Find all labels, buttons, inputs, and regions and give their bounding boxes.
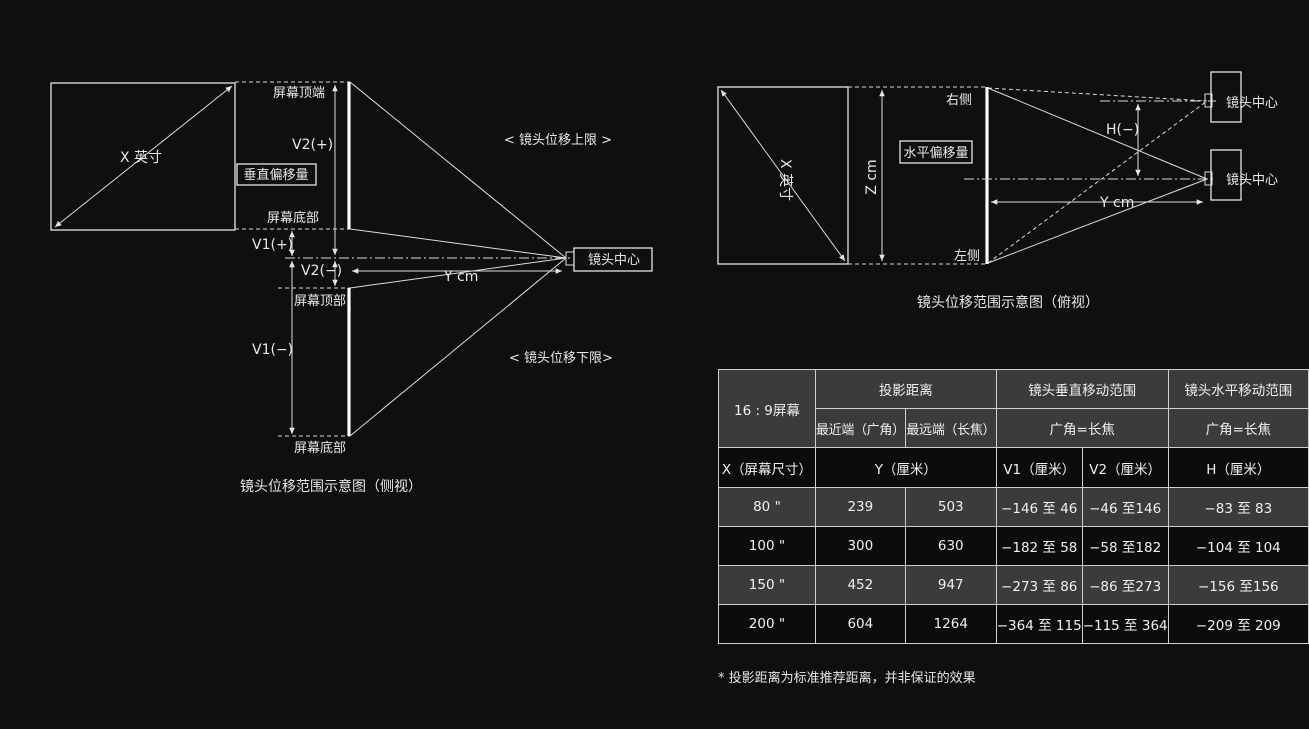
v1-minus-label: V1(−) bbox=[252, 342, 293, 358]
table-row: 100 " 300 630 −182 至 58 −58 至182 −104 至 … bbox=[718, 526, 1309, 566]
top-y-label: Y cm bbox=[1099, 195, 1134, 211]
footnote: * 投影距离为标准推荐距离，并非保证的效果 bbox=[718, 671, 976, 686]
v-offset-box bbox=[236, 163, 317, 186]
proj-line-bottom bbox=[349, 257, 567, 437]
lower-lens-box bbox=[1210, 149, 1242, 201]
cell-h: −104 至 104 bbox=[1167, 526, 1309, 566]
wide-eq-tele-h-header: 广角=长焦 bbox=[1167, 408, 1309, 448]
v-offset-label: 垂直偏移量 bbox=[243, 168, 308, 183]
cell-v2: −86 至273 bbox=[1081, 565, 1169, 605]
cell-v1: −364 至 115 bbox=[995, 604, 1083, 644]
top-view-diagram: X 英寸 Z cm 水平偏移量 右侧 左侧 H(−) Y cm 镜头中心 bbox=[717, 71, 1278, 311]
v2-plus-label: V2(+) bbox=[292, 137, 333, 153]
cell-y-near: 604 bbox=[814, 604, 906, 644]
side-lens-mark bbox=[565, 251, 575, 266]
top-screen-rect bbox=[717, 86, 849, 265]
cell-x: 200 " bbox=[718, 604, 816, 644]
h-offset-box bbox=[899, 140, 973, 164]
table-row: 200 " 604 1264 −364 至 115 −115 至 364 −20… bbox=[718, 604, 1309, 644]
lens-shift-spec-table: 16 : 9屏幕 投影距离 镜头垂直移动范围 镜头水平移动范围 最近端（广角） … bbox=[718, 369, 1309, 644]
cell-x: 100 " bbox=[718, 526, 816, 566]
cell-v2: −58 至182 bbox=[1081, 526, 1169, 566]
proj-solid-top bbox=[987, 87, 1208, 180]
v2-minus-label: V2(−) bbox=[301, 263, 342, 279]
cell-v2: −46 至146 bbox=[1081, 487, 1169, 527]
cell-y-near: 452 bbox=[814, 565, 906, 605]
upper-lens-box bbox=[1210, 71, 1242, 123]
cell-y-near: 239 bbox=[814, 487, 906, 527]
z-label: Z cm bbox=[864, 159, 880, 194]
cell-y-far: 630 bbox=[904, 526, 997, 566]
bottom-upper-label: 屏幕底部 bbox=[267, 210, 319, 226]
proj-line-upper-bottom bbox=[349, 228, 567, 259]
wide-eq-tele-v-header: 广角=长焦 bbox=[995, 408, 1169, 448]
cell-h: −83 至 83 bbox=[1167, 487, 1309, 527]
h-offset-label: 水平偏移量 bbox=[903, 146, 968, 161]
side-lens-label: 镜头中心 bbox=[588, 253, 640, 268]
side-view-diagram: X 英寸 垂直偏移量 镜头中心 屏幕顶端 V2(+) 屏幕底部 V bbox=[50, 81, 653, 495]
top-caption: 镜头位移范围示意图（俯视） bbox=[917, 294, 1099, 311]
horizontal-range-header: 镜头水平移动范围 bbox=[1167, 369, 1309, 409]
proj-dash-bottom bbox=[987, 100, 1208, 264]
bottom-end-label: 屏幕底部 bbox=[294, 440, 346, 456]
cell-y-far: 503 bbox=[904, 487, 997, 527]
cell-y-far: 1264 bbox=[904, 604, 997, 644]
lower-limit-label: < 镜头位移下限> bbox=[509, 351, 613, 366]
proj-line-top bbox=[349, 81, 567, 259]
cell-y-near: 300 bbox=[814, 526, 906, 566]
proj-dash-top bbox=[987, 87, 1208, 102]
table-row: 80 " 239 503 −146 至 46 −46 至146 −83 至 83 bbox=[718, 487, 1309, 527]
top-lower-label: 屏幕顶部 bbox=[294, 294, 346, 309]
cell-y-far: 947 bbox=[904, 565, 997, 605]
top-screen-diagonal bbox=[720, 89, 846, 262]
upper-lens-mark bbox=[1204, 93, 1213, 108]
v1-plus-label: V1(+) bbox=[252, 237, 293, 253]
lower-lens-label: 镜头中心 bbox=[1226, 173, 1278, 188]
lower-lens-mark bbox=[1204, 171, 1213, 186]
vertical-range-header: 镜头垂直移动范围 bbox=[995, 369, 1169, 409]
cell-v1: −182 至 58 bbox=[995, 526, 1083, 566]
left-side-label: 左侧 bbox=[954, 249, 980, 264]
col-v2-header: V2（厘米） bbox=[1081, 447, 1169, 488]
col-v1-header: V1（厘米） bbox=[995, 447, 1083, 488]
cell-v2: −115 至 364 bbox=[1081, 604, 1169, 644]
side-screen-diagonal bbox=[54, 85, 233, 228]
cell-x: 150 " bbox=[718, 565, 816, 605]
col-h-header: H（厘米） bbox=[1167, 447, 1309, 488]
col-x-header: X（屏幕尺寸） bbox=[718, 447, 816, 488]
col-y-header: Y（厘米） bbox=[814, 447, 997, 488]
cell-x: 80 " bbox=[718, 487, 816, 527]
cell-v1: −146 至 46 bbox=[995, 487, 1083, 527]
side-screen-diag-label: X 英寸 bbox=[120, 149, 162, 166]
top-end-label: 屏幕顶端 bbox=[273, 86, 325, 101]
upper-limit-label: < 镜头位移上限 > bbox=[504, 133, 612, 148]
nearest-wide-header: 最近端（广角） bbox=[814, 408, 906, 448]
upper-lens-label: 镜头中心 bbox=[1226, 96, 1278, 111]
h-minus-label: H(−) bbox=[1106, 122, 1139, 138]
throw-distance-header: 投影距离 bbox=[814, 369, 997, 409]
top-screen-diag-label: X 英寸 bbox=[777, 159, 794, 201]
cell-h: −156 至156 bbox=[1167, 565, 1309, 605]
cell-v1: −273 至 86 bbox=[995, 565, 1083, 605]
proj-solid-bottom bbox=[987, 178, 1208, 264]
side-caption: 镜头位移范围示意图（侧视） bbox=[240, 478, 422, 495]
table-row: 150 " 452 947 −273 至 86 −86 至273 −156 至1… bbox=[718, 565, 1309, 605]
side-y-label: Y cm bbox=[443, 269, 478, 285]
side-screen-rect bbox=[50, 82, 236, 231]
farthest-tele-header: 最远端（长焦） bbox=[904, 408, 997, 448]
cell-h: −209 至 209 bbox=[1167, 604, 1309, 644]
right-side-label: 右侧 bbox=[946, 93, 972, 108]
screen-ratio-cell: 16 : 9屏幕 bbox=[718, 369, 816, 448]
